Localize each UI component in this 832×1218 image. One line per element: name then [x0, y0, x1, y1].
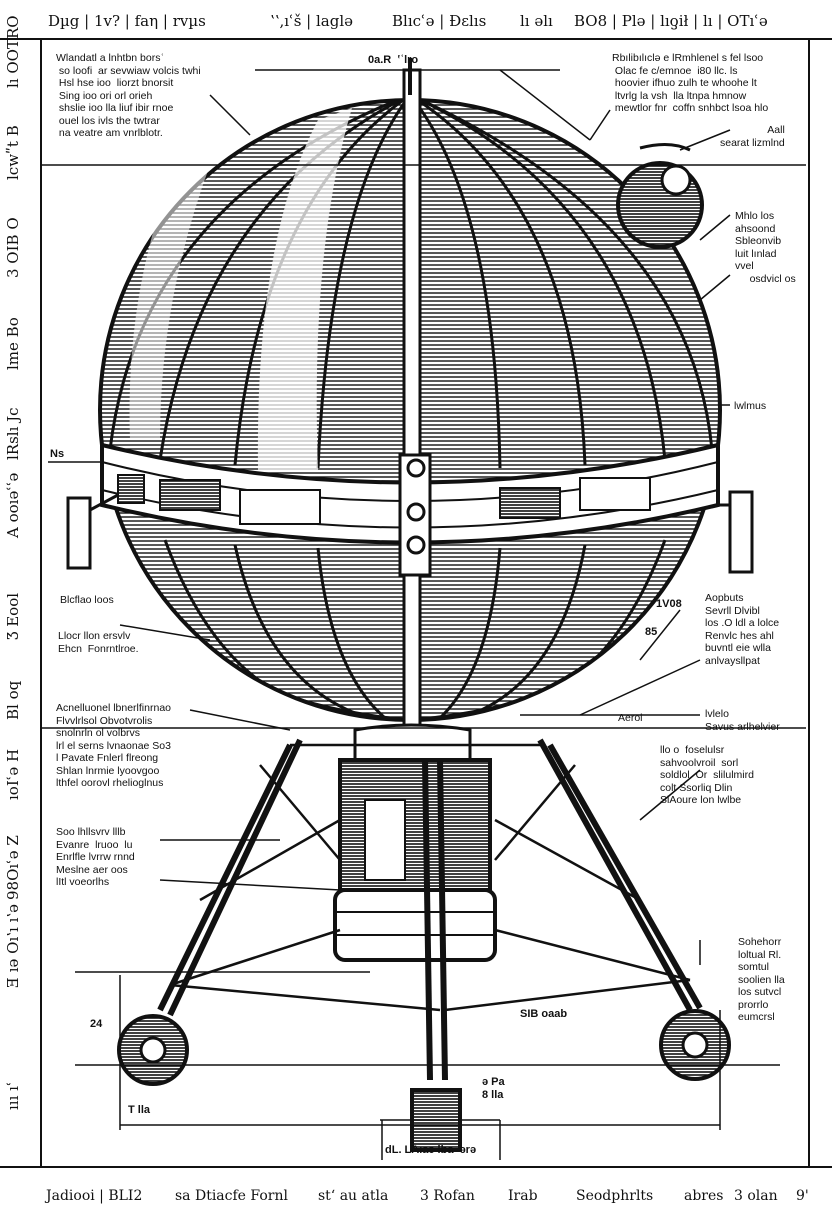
footer-text: abres [684, 1188, 724, 1204]
header-text: Dµg | 1v? | faη | rvµs [48, 12, 206, 30]
antenna-pod [616, 143, 704, 249]
footer-text: Jadiooi | BLI2 [46, 1188, 143, 1204]
footer-text: 3 Rofan [420, 1188, 475, 1204]
footer-text: sa Dtiacfe Fornl [175, 1188, 288, 1204]
footer-text: 9' [796, 1188, 809, 1204]
callout-right-6: llo o foselulsr sahvoolvroil sorl soldlo… [660, 744, 754, 806]
dimension-label-bottom-mid: ə Pa 8 lla [482, 1076, 505, 1101]
callout-left-2: Llocr llon ersvlv Ehcn Fonrntlroe. [58, 630, 139, 655]
landing-feet [117, 1009, 731, 1152]
engine-section [333, 723, 497, 962]
side-brackets [66, 490, 754, 574]
header-text: ʽʽ,ıʿš | lаglə [270, 12, 354, 30]
footer-text: Seodphrlts [576, 1188, 654, 1204]
dimension-label-bottom-right: SIB oaab [520, 1008, 568, 1020]
callout-right-7: Sohehorr loltual Rl. somtul soolien lla … [738, 936, 785, 1023]
dimension-label-right-2: 85 [645, 626, 658, 638]
footer-text: Irab [508, 1188, 538, 1204]
callout-right-2: lwlmus [734, 400, 767, 412]
header-text: Blıcʿə | Ɖɛlıs [392, 12, 487, 30]
callout-right-5: lvlelo Savus arlhelvier [705, 708, 780, 733]
callout-left-1: Blcflao loos [60, 594, 114, 606]
title-block-top: Dµg | 1v? | faη | rvµs ʽʽ,ıʿš | lаglə Bl… [0, 0, 832, 40]
leg-struts [169, 743, 691, 1012]
callout-right-3: Aopbuts Sevrll Dlvibl los .O ldl a lolce… [705, 592, 780, 667]
dimension-label-top: 0a.R ʽʿlro [368, 54, 419, 66]
dimension-label-base: dL. LAıaə lba ərə [385, 1144, 477, 1156]
callout-top-right: Rbılibılıclə e lRmhlenel s fel lsoo Olac… [612, 52, 769, 114]
central-mast [398, 58, 432, 772]
title-block-bottom: Jadiooi | BLI2 sa Dtiacfe Fornl stʻ au a… [0, 1166, 832, 1218]
callout-right-1: Mhlo los ahsoond Sbleonvib luit lınlad v… [735, 210, 796, 285]
dimension-label-left-bottom: 24 [90, 1018, 103, 1030]
callout-left-4: Soo lhllsvrv lllb Evanre lruoo lu Enrlfl… [56, 826, 135, 888]
footer-text: stʻ au atla [318, 1188, 389, 1204]
dimension-label-right: 1V08 [656, 598, 682, 610]
callout-left-3: Acnelluonel lbnerlfinrnao Flvvlrlsol Obv… [56, 702, 171, 789]
callout-top-left: Wlandatl a lnhtbn borsʿ so loofi ar sevw… [56, 52, 201, 139]
callout-right-4: Aerol [618, 712, 643, 724]
header-text: lı əlı [520, 12, 553, 30]
drawing-frame [40, 38, 810, 1166]
callout-antenna: Aall searat lizmlnd [720, 124, 785, 149]
dimension-label-bottom-left: T lla [128, 1104, 151, 1116]
dimension-lines [40, 69, 806, 1160]
header-text: BO8 | Plə | lıƍił | lı | OTıʿə [574, 12, 768, 30]
footer-text: 3 olan [734, 1188, 778, 1204]
dimension-label-left: Ns [50, 448, 65, 460]
